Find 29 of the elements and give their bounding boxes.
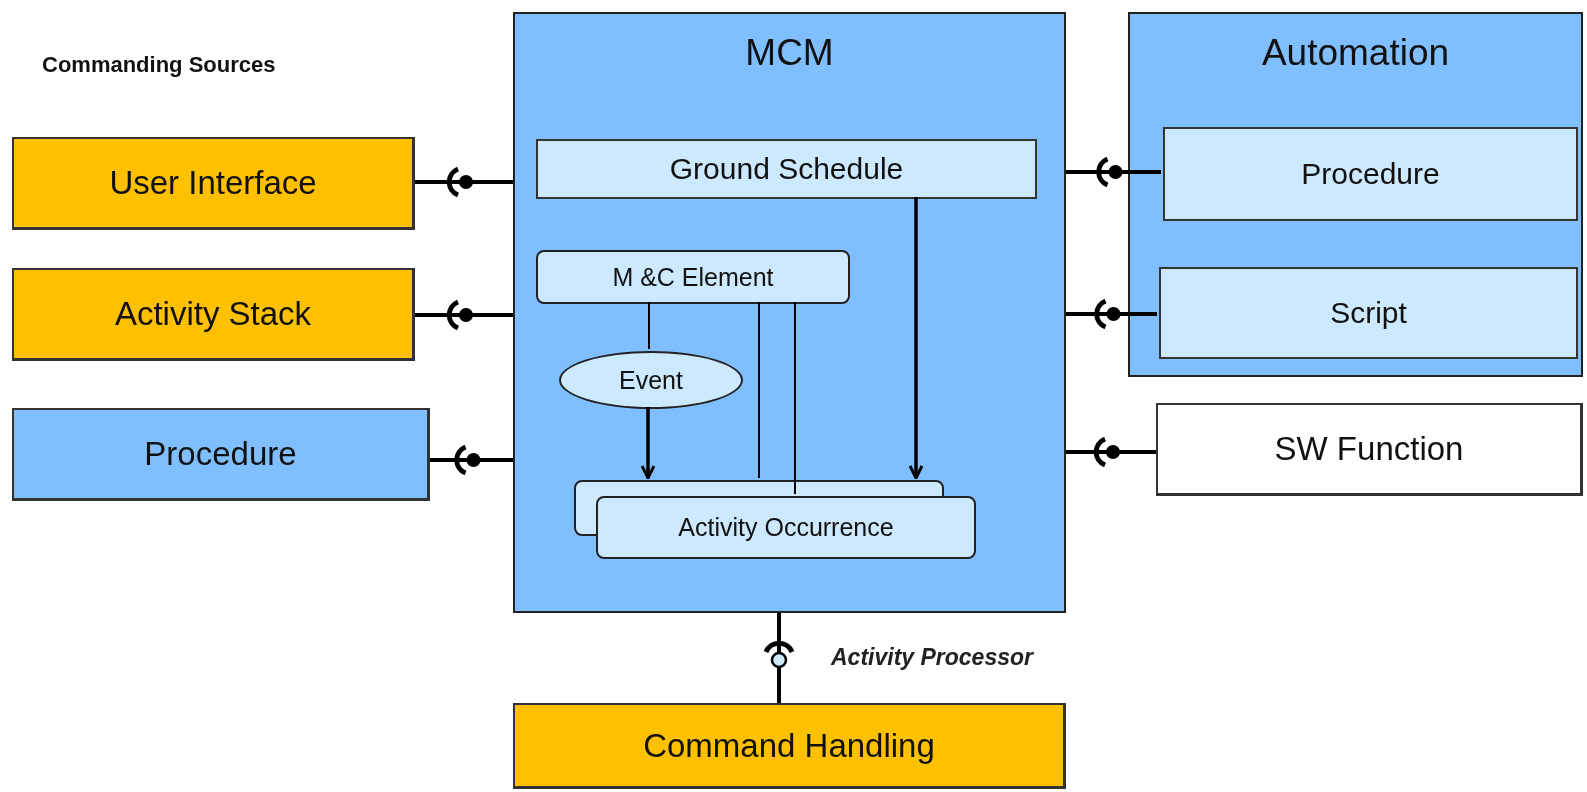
- interface-line: [415, 180, 513, 184]
- process-box: Procedure: [1163, 127, 1578, 221]
- source-box: Procedure: [12, 408, 430, 501]
- box-label: Activity Occurrence: [678, 513, 894, 542]
- function-box: SW Function: [1156, 403, 1583, 496]
- connector-line: [794, 301, 796, 495]
- interface-line: [777, 613, 781, 703]
- panel-title: MCM: [745, 32, 834, 74]
- source-box: Activity Stack: [12, 268, 415, 361]
- interface-line: [415, 313, 513, 317]
- interface-line: [1066, 170, 1161, 174]
- source-box: User Interface: [12, 137, 415, 230]
- interface-line: [1066, 312, 1157, 316]
- arrow: [640, 407, 656, 480]
- component-panel: [513, 12, 1066, 613]
- arrow: [908, 197, 924, 480]
- panel-title: Automation: [1261, 32, 1450, 74]
- process-box: Script: [1159, 267, 1578, 359]
- interface-line: [430, 458, 513, 462]
- element-box: M &C Element: [536, 250, 850, 304]
- interface-line: [1066, 450, 1156, 454]
- connector-line: [758, 301, 760, 479]
- event-ellipse: Event: [559, 351, 743, 409]
- group-caption: Commanding Sources: [42, 52, 276, 78]
- process-box: Ground Schedule: [536, 139, 1037, 199]
- component-panel: [1128, 12, 1583, 377]
- edge-label: Activity Processor: [831, 644, 1033, 671]
- source-box: Command Handling: [513, 703, 1066, 789]
- connector-line: [648, 301, 650, 350]
